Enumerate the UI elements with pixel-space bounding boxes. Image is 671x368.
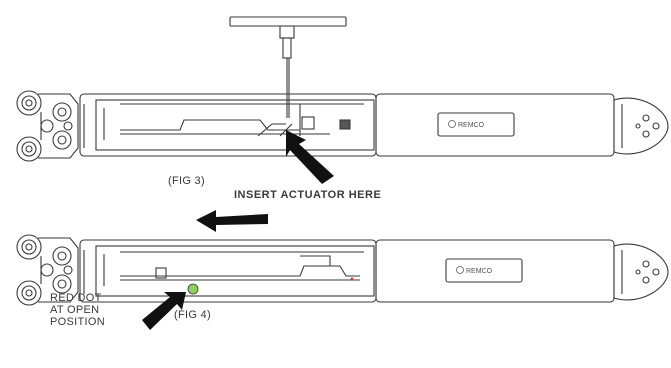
insert-actuator-callout: INSERT ACTUATOR HERE: [234, 189, 382, 201]
svg-text:REMCO: REMCO: [458, 122, 485, 129]
wheel-assembly-bottom: [16, 234, 79, 306]
actuator-tool: [229, 16, 347, 118]
device-fig4: [16, 234, 669, 306]
device-fig3: [16, 90, 669, 162]
svg-text:REMCO: REMCO: [466, 268, 493, 275]
direction-arrow-left: [196, 210, 268, 232]
wheel-assembly-top: [16, 90, 79, 162]
red-marker: [350, 277, 354, 281]
brand-logo-top: REMCO: [448, 120, 485, 129]
insert-arrow: [286, 130, 334, 184]
fig3-label: (FIG 3): [168, 175, 205, 187]
fig4-label: (FIG 4): [174, 309, 211, 321]
red-dot-line-1: RED DOT: [50, 292, 102, 304]
brand-logo-bottom: REMCO: [456, 266, 493, 275]
arrows: [142, 130, 334, 330]
red-dot-line-3: POSITION: [50, 316, 105, 328]
position-dot: [187, 283, 199, 295]
red-dot-callout: RED DOT AT OPEN POSITION: [50, 292, 105, 328]
reddot-arrow: [142, 292, 186, 330]
red-dot-line-2: AT OPEN: [50, 304, 100, 316]
